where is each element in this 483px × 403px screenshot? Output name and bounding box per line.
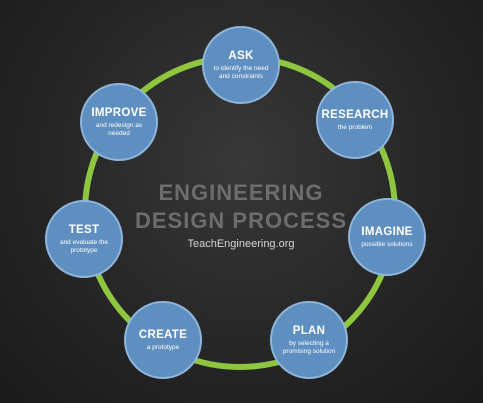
step-desc: the problem bbox=[337, 123, 373, 131]
step-ask: ASK to identify the need and constraints bbox=[202, 26, 280, 104]
step-desc: and redesign as needed bbox=[95, 121, 143, 137]
step-test: TEST and evaluate the prototype bbox=[45, 200, 123, 278]
step-title: TEST bbox=[68, 223, 100, 236]
step-plan: PLAN by selecting a promising solution bbox=[270, 301, 348, 379]
step-title: ASK bbox=[228, 49, 254, 62]
step-title: IMPROVE bbox=[91, 106, 147, 119]
step-desc: and evaluate the prototype bbox=[59, 238, 109, 254]
source-label: TeachEngineering.org bbox=[187, 238, 295, 250]
step-title: IMAGINE bbox=[361, 225, 413, 238]
diagram-title-line2: DESIGN PROCESS bbox=[134, 208, 348, 233]
diagram-title-line1: ENGINEERING bbox=[158, 180, 324, 205]
step-title: PLAN bbox=[292, 324, 326, 337]
step-desc: by selecting a promising solution bbox=[282, 339, 336, 355]
step-research: RESEARCH the problem bbox=[316, 81, 394, 159]
step-desc: possible solutions bbox=[361, 240, 413, 248]
step-improve: IMPROVE and redesign as needed bbox=[80, 83, 158, 161]
step-desc: to identify the need and constraints bbox=[213, 64, 269, 80]
step-title: RESEARCH bbox=[321, 108, 389, 121]
step-imagine: IMAGINE possible solutions bbox=[348, 198, 426, 276]
step-create: CREATE a prototype bbox=[124, 301, 202, 379]
step-desc: a prototype bbox=[146, 343, 180, 351]
step-title: CREATE bbox=[138, 328, 188, 341]
